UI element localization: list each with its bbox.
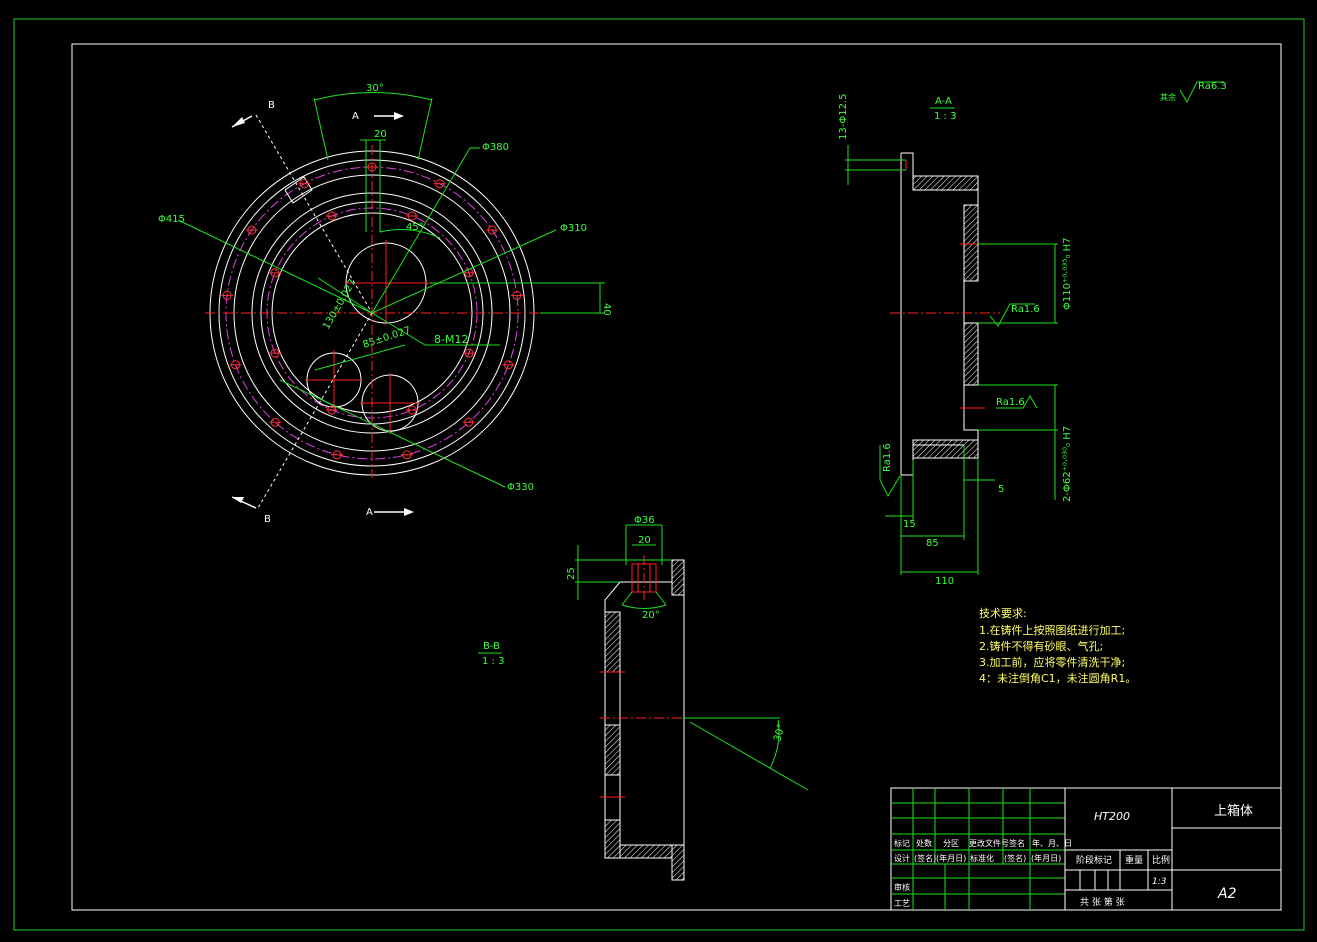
dim-l85: 85	[926, 538, 939, 549]
dim-h40: 40	[601, 303, 612, 316]
label-a-top: A	[352, 111, 359, 122]
tb-r-shenhe: 审核	[894, 882, 910, 892]
dim-angle20: 20°	[642, 610, 660, 621]
tech-item-2: 2.铸件不得有砂眼、气孔;	[979, 639, 1103, 653]
rough-ra16c: Ra1.6	[882, 443, 893, 472]
dim-l15: 15	[903, 519, 916, 530]
tb-material: HT200	[1094, 810, 1130, 823]
technical-requirements: 技术要求: 1.在铸件上按照图纸进行加工; 2.铸件不得有砂眼、气孔; 3.加工…	[979, 607, 1136, 685]
rough-rest-label: 其余	[1160, 92, 1176, 102]
tech-item-4: 4：未注倒角C1，未注圆角R1。	[979, 671, 1136, 685]
tb-r-sheets: 共 张 第 张	[1080, 896, 1125, 908]
roughness-note: 其余 Ra6.3	[1160, 81, 1227, 104]
section-a-a: A-A 1 : 3 13-Φ12.5 Φ110⁺⁰·⁰³⁵₀ H7 2-Φ62⁺…	[838, 94, 1073, 587]
rough-ra16a: Ra1.6	[1011, 304, 1040, 315]
tb-h-zhongliang: 重量	[1125, 854, 1143, 866]
section-aa-title: A-A	[935, 96, 952, 107]
dim-w20b: 20	[638, 535, 651, 546]
tb-r-nianyueri1: (年月日)	[936, 853, 966, 863]
rough-rest-value: Ra6.3	[1198, 81, 1227, 92]
tb-r-nianyueri2: (年月日)	[1031, 853, 1061, 863]
dim-thread: 8-M12	[434, 333, 468, 346]
dim-bore110: Φ110⁺⁰·⁰³⁵₀ H7	[1062, 237, 1073, 310]
tb-h-gengai: 更改文件号	[969, 838, 1009, 848]
tb-r-sheji: 设计	[894, 853, 910, 863]
outer-border	[13, 18, 1305, 931]
tech-item-1: 1.在铸件上按照图纸进行加工;	[979, 623, 1125, 637]
dim-d130: 130±0.027	[321, 277, 359, 331]
dim-l110: 110	[935, 576, 954, 587]
dim-angle45: 45°	[406, 222, 424, 233]
dim-d415: Φ415	[158, 214, 185, 225]
dim-d85: 85±0.027	[362, 325, 413, 351]
section-bb-scale: 1 : 3	[482, 656, 504, 667]
dim-h25: 25	[566, 567, 577, 580]
tech-item-3: 3.加工前，应将零件清洗干净;	[979, 655, 1125, 669]
rough-ra16b: Ra1.6	[996, 397, 1025, 408]
dim-d310: Φ310	[560, 223, 587, 234]
section-aa-scale: 1 : 3	[934, 111, 956, 122]
inner-bolt-holes	[269, 211, 475, 415]
label-b-top: B	[268, 100, 275, 111]
front-view: Φ415 Φ380 Φ310 Φ330 30° 20 45° 40 8-M12 …	[158, 83, 612, 525]
tb-part-name: 上箱体	[1214, 803, 1253, 819]
label-b-bottom: B	[264, 514, 271, 525]
tb-r-gongyi: 工艺	[894, 899, 910, 908]
dim-w20: 20	[374, 129, 387, 140]
tb-h-chushu: 处数	[916, 838, 932, 848]
tb-r-qianming1: (签名)	[914, 853, 936, 863]
tb-h-nianyue: 年、月、日	[1032, 838, 1072, 848]
dim-d36: Φ36	[634, 515, 655, 526]
tech-title: 技术要求:	[979, 607, 1027, 620]
section-bb-title: B-B	[483, 641, 500, 652]
tb-sheet: A2	[1217, 886, 1237, 902]
outer-bolt-holes	[221, 162, 523, 460]
dim-d330: Φ330	[507, 482, 534, 493]
dim-angle30b: 30°	[772, 723, 787, 743]
dim-angle30: 30°	[366, 83, 384, 94]
tb-h-qianming: 签名	[1009, 838, 1025, 848]
dim-l5: 5	[998, 484, 1004, 495]
title-block: HT200 上箱体 A2 1:3 标记 处数 分区 更改文件号 签名 年、月、日…	[890, 787, 1282, 911]
dim-d380: Φ380	[482, 142, 509, 153]
tb-h-jieduan: 阶段标记	[1076, 854, 1112, 866]
label-a-bottom: A	[366, 507, 373, 518]
tb-r-qianming2: (签名)	[1004, 853, 1026, 863]
tb-h-fenqu: 分区	[943, 839, 959, 848]
tb-scale: 1:3	[1152, 877, 1167, 887]
dim-holes13: 13-Φ12.5	[838, 94, 849, 140]
inner-frame	[71, 43, 1282, 911]
section-b-b: B-B 1 : 3 Φ36 20 25 20° 30	[478, 515, 809, 881]
dim-bore62: 2-Φ62⁺⁰·⁰³⁰₀ H7	[1062, 426, 1073, 502]
tb-h-bili: 比例	[1152, 854, 1170, 866]
tb-r-biaozhunhua: 标准化	[970, 853, 994, 863]
tb-h-biaoji: 标记	[894, 838, 910, 848]
